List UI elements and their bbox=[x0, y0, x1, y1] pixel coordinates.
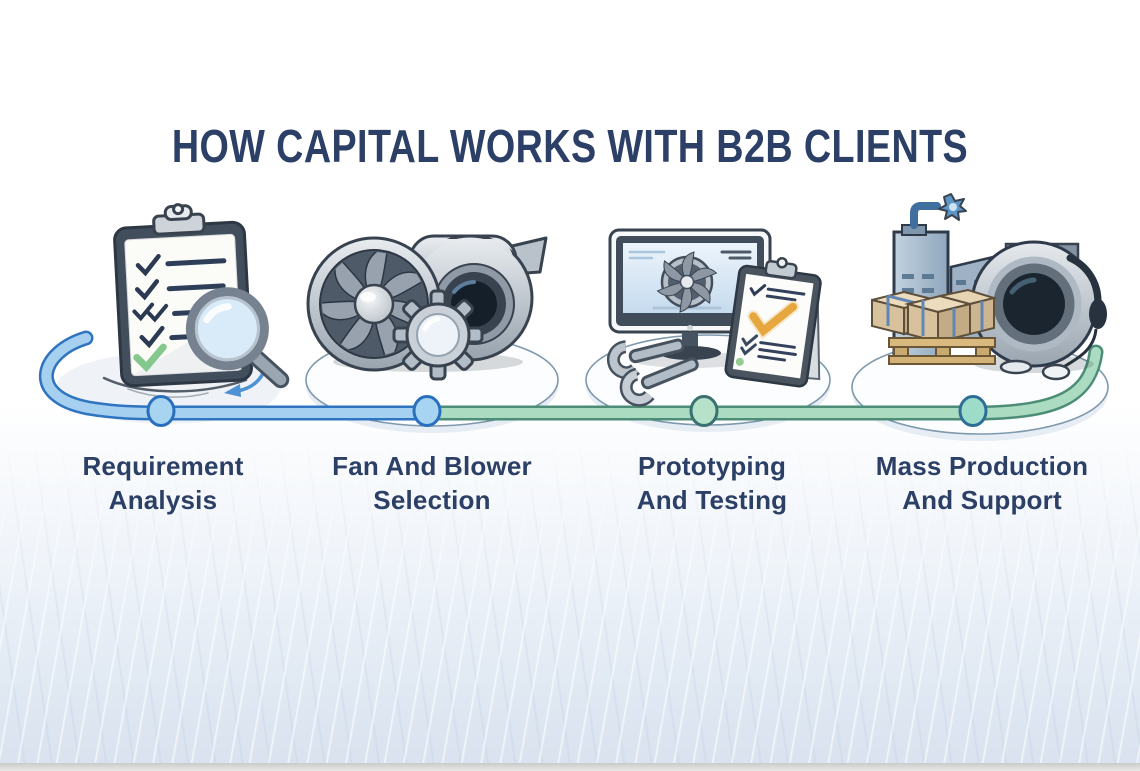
monitor-wrenches-checklist-illustration bbox=[606, 228, 822, 407]
ink-swoosh bbox=[102, 376, 248, 393]
gear-icon bbox=[392, 289, 484, 381]
chimney-icon bbox=[910, 202, 941, 229]
timeline-green-segment bbox=[422, 344, 1104, 421]
bottom-edge-strip bbox=[0, 763, 1140, 771]
axial-fan-blower-gear-illustration bbox=[306, 234, 548, 381]
step-label-line: Prototyping bbox=[637, 451, 787, 481]
centrifugal-blower-icon bbox=[406, 234, 548, 362]
wrench-icon bbox=[606, 338, 699, 407]
step-label-line: Selection bbox=[373, 485, 491, 515]
magnifier-icon bbox=[185, 287, 290, 389]
step-label-prototyping-testing: Prototyping And Testing bbox=[562, 449, 862, 517]
timeline-blue-segment bbox=[38, 330, 444, 421]
monitor-icon bbox=[608, 228, 772, 360]
timeline-node-4 bbox=[958, 395, 988, 427]
ink-swoosh-small bbox=[127, 388, 209, 398]
pallet-boxes-icon bbox=[888, 288, 998, 365]
step-label-fan-blower-selection: Fan And Blower Selection bbox=[282, 449, 582, 517]
step-label-line: Requirement bbox=[82, 451, 244, 481]
headset-icon bbox=[1041, 254, 1107, 381]
green-checkmark-icon bbox=[133, 343, 167, 373]
step-label-line: Analysis bbox=[108, 485, 218, 515]
timeline-node-1 bbox=[146, 395, 176, 427]
test-checklist-icon bbox=[724, 257, 822, 388]
factory-pallet-blower-headset-illustration bbox=[871, 193, 1107, 381]
step-label-line: Fan And Blower bbox=[332, 451, 532, 481]
step-label-line: And Support bbox=[902, 485, 1062, 515]
pallet-icon bbox=[888, 337, 996, 365]
screen-fan-render bbox=[657, 251, 717, 313]
timeline-node-3 bbox=[689, 395, 719, 427]
timeline-node-2 bbox=[412, 395, 442, 427]
gold-checkmark-icon bbox=[749, 302, 798, 337]
step-label-mass-production-support: Mass Production And Support bbox=[832, 449, 1132, 517]
step-label-line: Mass Production bbox=[875, 451, 1089, 481]
page-title: HOW CAPITAL WORKS WITH B2B CLIENTS bbox=[171, 119, 969, 172]
step-label-requirement-analysis: Requirement Analysis bbox=[13, 449, 313, 517]
step-label-line: And Testing bbox=[636, 485, 788, 515]
clipboard-checklist-magnifier-illustration bbox=[113, 203, 290, 389]
